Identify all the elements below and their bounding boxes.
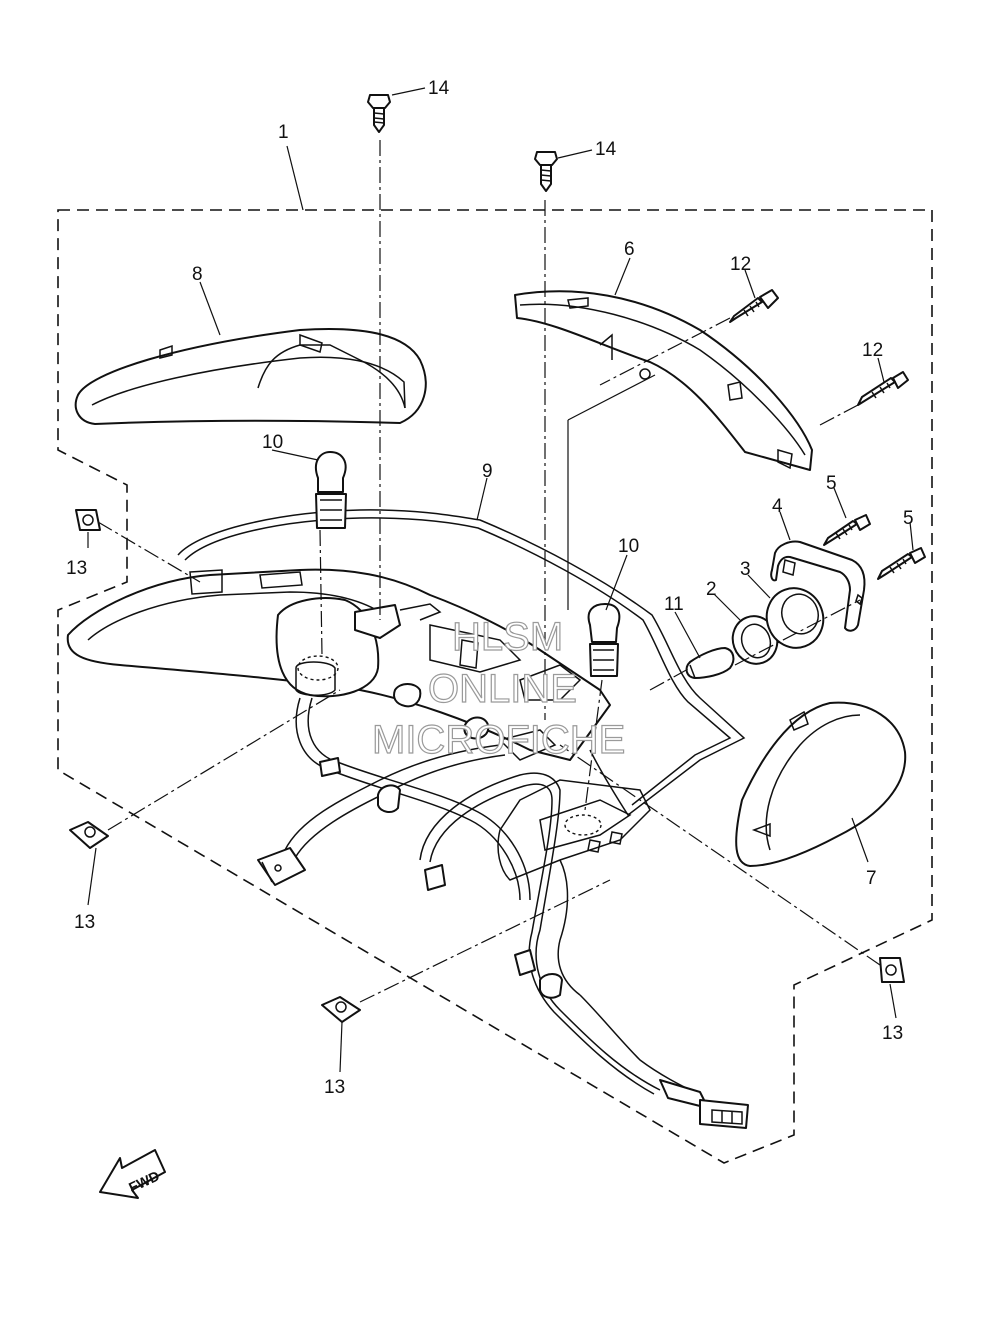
wire-harness[interactable] — [257, 697, 749, 1129]
assembly-boundary — [57, 209, 933, 1164]
part-14-bolt-left[interactable] — [367, 94, 391, 133]
part-7-side-cover[interactable] — [735, 701, 907, 867]
callout-1: 1 — [278, 122, 289, 143]
callout-7: 7 — [866, 868, 877, 889]
callout-5-upper: 5 — [826, 473, 837, 494]
part-11-small-bulb[interactable] — [685, 647, 735, 679]
part-13-clip-left[interactable] — [75, 509, 101, 531]
callout-14-right: 14 — [595, 139, 617, 160]
callout-10-front: 10 — [262, 432, 283, 453]
part-8-front-cover[interactable] — [74, 327, 427, 425]
part-2-ring[interactable] — [726, 610, 784, 670]
watermark-line-2: ONLINE — [428, 667, 577, 711]
part-3-socket[interactable] — [758, 580, 831, 656]
part-12-screw-lower[interactable] — [857, 371, 909, 406]
callout-13-lower-left: 13 — [74, 912, 95, 933]
callout-4: 4 — [772, 496, 783, 517]
forward-direction-arrow: FWD — [99, 1149, 166, 1199]
part-10-bulb-front[interactable] — [314, 451, 347, 529]
watermark-line-3: MICROFICHE — [372, 718, 625, 762]
part-9-gasket[interactable] — [177, 509, 746, 817]
part-10-bulb-rear[interactable] — [587, 603, 621, 677]
callout-13-bottom: 13 — [324, 1077, 345, 1098]
watermark-line-1: HLSM — [452, 615, 563, 659]
part-13-clip-bottom[interactable] — [321, 996, 361, 1023]
leader-lines — [87, 87, 914, 1073]
part-13-clip-lower-left[interactable] — [69, 821, 109, 849]
callout-14-left: 14 — [428, 78, 450, 99]
callout-9: 9 — [482, 461, 493, 482]
callout-11: 11 — [664, 594, 684, 615]
callout-12-lower: 12 — [862, 340, 883, 361]
part-13-clip-right[interactable] — [879, 957, 905, 983]
part-14-bolt-right[interactable] — [534, 151, 558, 192]
callout-12-upper: 12 — [730, 254, 751, 275]
part-4-bracket[interactable] — [770, 540, 866, 632]
callout-10-rear: 10 — [618, 536, 639, 557]
callout-labels: 1 2 3 4 5 5 6 7 8 9 10 10 11 12 12 13 13… — [66, 78, 914, 1098]
callout-5-lower: 5 — [903, 508, 914, 529]
callout-2: 2 — [706, 579, 717, 600]
callout-8: 8 — [192, 264, 203, 285]
part-12-screw-upper[interactable] — [729, 289, 779, 323]
callout-6: 6 — [624, 239, 635, 260]
callout-3: 3 — [740, 559, 751, 580]
main-housing[interactable] — [66, 568, 651, 881]
assembly-lines — [97, 140, 881, 1003]
callout-13-left: 13 — [66, 558, 87, 579]
watermark: HLSM ONLINE MICROFICHE — [371, 614, 626, 762]
callout-13-right: 13 — [882, 1023, 903, 1044]
part-5-screw-upper[interactable] — [823, 514, 871, 546]
part-6-rear-cover[interactable] — [514, 290, 813, 471]
part-5-screw-lower[interactable] — [877, 547, 926, 580]
